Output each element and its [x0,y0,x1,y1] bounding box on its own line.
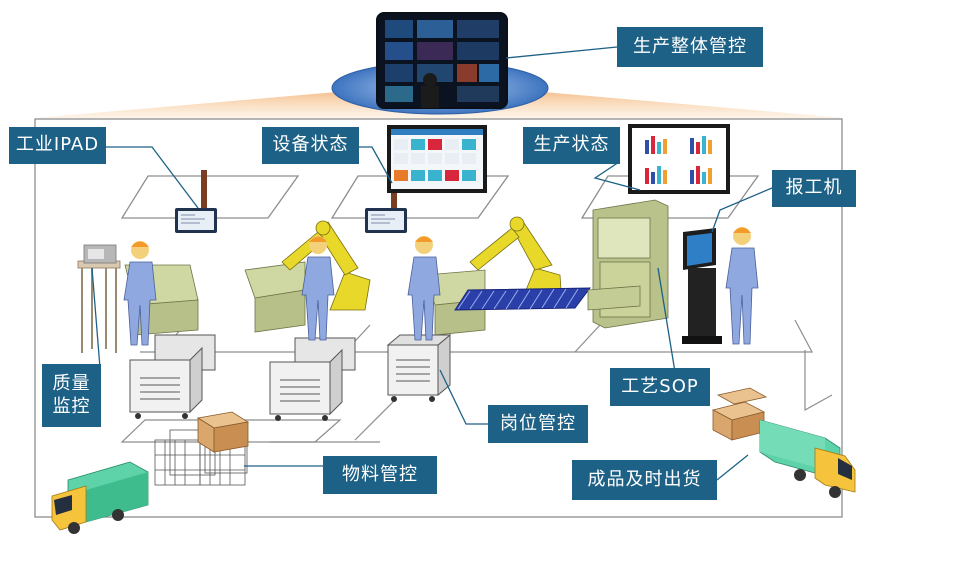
chart-monitor-icon [628,124,730,194]
status-monitor-icon [387,125,487,193]
box-icon [196,411,250,453]
label-station-control: 岗位管控 [488,405,588,443]
cart-icon [386,333,452,402]
label-equipment-status: 设备状态 [262,127,359,164]
worker-icon [407,236,441,341]
conveyor-belt [454,287,592,311]
label-production-status: 生产状态 [523,127,620,164]
label-quality-monitoring: 质量 监控 [42,364,101,427]
label-overall-control: 生产整体管控 [617,27,763,67]
kiosk-icon [682,228,722,344]
label-timely-shipping: 成品及时出货 [572,460,717,500]
label-reporting-terminal: 报工机 [772,170,856,207]
worker-icon [301,236,335,341]
cart-icon [129,334,216,419]
ipad-icon [365,208,407,233]
robot-arm-icon [281,220,371,311]
label-industrial-ipad: 工业IPAD [9,127,106,164]
ipad-icon [175,208,217,233]
truck-icon [51,461,149,534]
material-cages [154,427,248,486]
box-icon [711,387,768,441]
dashboard-screen-icon [376,12,508,109]
worker-icon [123,241,157,346]
label-process-sop: 工艺SOP [610,368,710,406]
quality-station [77,244,121,353]
cart-icon [269,337,356,421]
process-machine [587,199,669,329]
label-material-control: 物料管控 [323,456,437,494]
truck-icon [759,419,856,498]
factory-boundary [34,118,843,518]
worker-icon [725,227,759,345]
